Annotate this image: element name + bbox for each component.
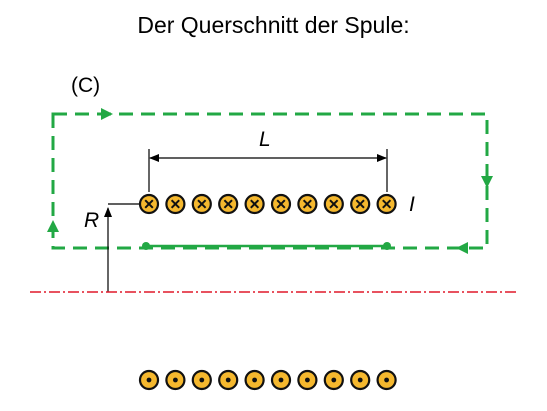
- diagram-title: Der Querschnitt der Spule:: [137, 12, 410, 38]
- coil-top-row: [138, 193, 397, 215]
- winding-dot: [218, 369, 239, 391]
- coil-bottom-row: [138, 369, 397, 391]
- contour-arrow-left: [47, 220, 59, 232]
- winding-dot: [350, 369, 371, 391]
- winding-cross: [244, 193, 265, 215]
- contour-arrow-bottom: [456, 242, 468, 254]
- radius-label: R: [84, 209, 99, 232]
- winding-cross: [138, 193, 160, 215]
- inner-segment-dot-right: [383, 242, 391, 250]
- winding-cross: [270, 193, 292, 215]
- contour-arrow-top: [101, 108, 113, 120]
- winding-cross: [218, 193, 239, 215]
- winding-dot: [191, 369, 212, 391]
- winding-dot: [165, 369, 186, 391]
- winding-cross: [297, 193, 318, 215]
- winding-dot: [297, 369, 318, 391]
- winding-cross: [323, 193, 344, 215]
- winding-dot: [270, 369, 292, 391]
- winding-cross: [191, 193, 212, 215]
- winding-dot: [138, 369, 160, 391]
- length-label: L: [259, 128, 271, 151]
- winding-dot: [323, 369, 344, 391]
- winding-cross: [165, 193, 186, 215]
- inner-segment-dot-left: [142, 242, 150, 250]
- current-label: I: [409, 193, 415, 216]
- winding-cross: [350, 193, 371, 215]
- winding-cross: [376, 193, 397, 215]
- winding-dot: [244, 369, 265, 391]
- contour-label: (C): [71, 74, 100, 97]
- winding-dot: [376, 369, 397, 391]
- contour-arrow-right: [481, 176, 493, 188]
- contour-rectangle: [51, 112, 489, 250]
